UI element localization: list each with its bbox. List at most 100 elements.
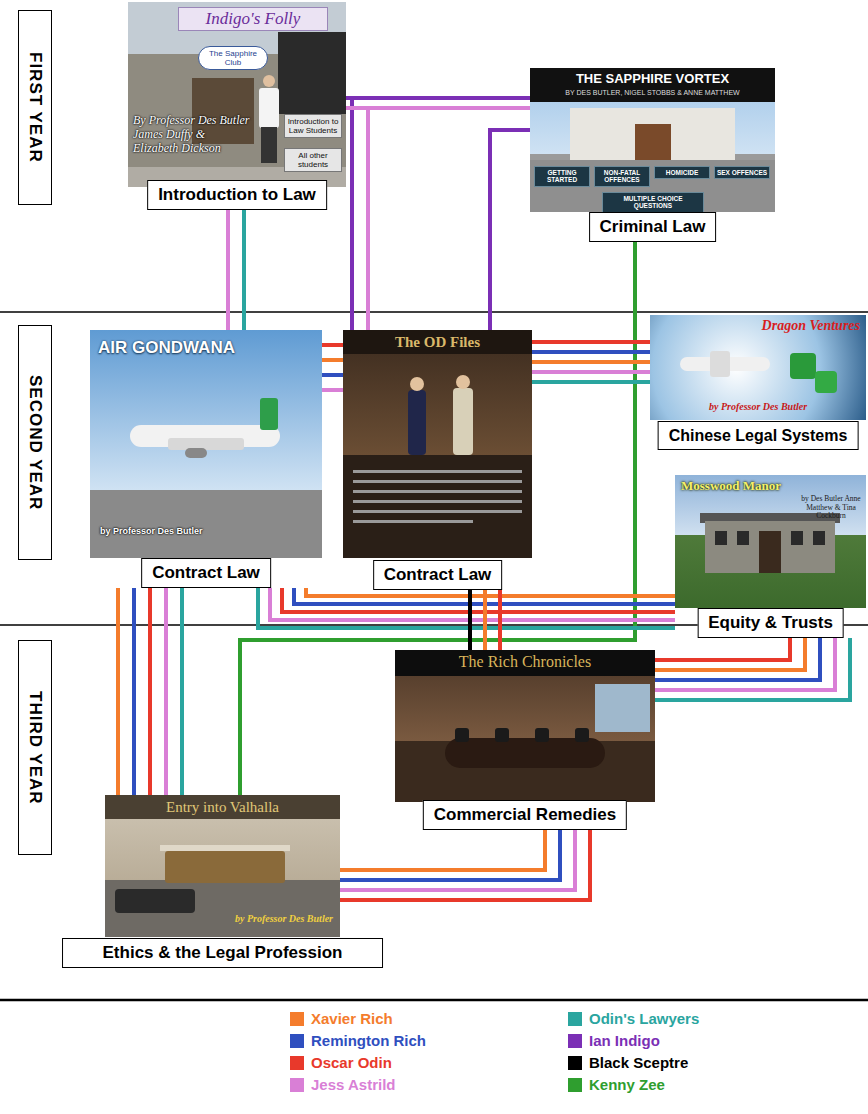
scene-shape [790, 353, 816, 379]
scene-shape [453, 388, 473, 455]
screen-text: Introduction to Law Students [284, 114, 342, 138]
scene-shape [165, 851, 285, 883]
scene-shape [535, 728, 549, 742]
module-panel: Mosswood Manor by Des Butler Anne Matthew… [675, 475, 866, 638]
legend-label: Remington Rich [311, 1032, 426, 1050]
legend-label: Kenny Zee [589, 1076, 665, 1094]
student-path-line [346, 108, 368, 330]
scene-shape [595, 684, 650, 732]
screen-text: AIR GONDWANA [98, 338, 235, 358]
student-path-line [340, 830, 545, 870]
student-path-line [340, 830, 590, 900]
module-caption: Commercial Remedies [423, 800, 627, 830]
scene-shape [456, 375, 470, 389]
year-label: SECOND YEAR [25, 375, 45, 510]
scene-shape [759, 531, 781, 573]
student-path-line [655, 638, 805, 670]
legend-entry: Odin's Lawyers [568, 1010, 699, 1028]
scene-shape [261, 127, 277, 163]
module-caption: Equity & Trusts [697, 608, 844, 638]
scene-shape [353, 500, 522, 503]
scene-shape [715, 531, 727, 545]
screen-text: HOMICIDE [654, 166, 710, 179]
screen-text: Mosswood Manor [681, 479, 781, 494]
student-path-line [340, 830, 560, 880]
screen-text: THE SAPPHIRE VORTEX [530, 72, 775, 87]
screen-text: Indigo's Folly [178, 7, 328, 31]
student-path-line [258, 588, 675, 628]
module-panel: Entry into Valhallaby Professor Des Butl… [105, 795, 340, 968]
module-caption: Contract Law [373, 560, 503, 590]
legend-rule [0, 999, 868, 1002]
legend-swatch [568, 1034, 582, 1048]
student-path-line [532, 350, 650, 354]
scene-shape [260, 398, 278, 430]
student-path-line [242, 210, 246, 330]
student-path-line [164, 588, 168, 795]
year-label: FIRST YEAR [25, 52, 45, 163]
scene-shape [168, 438, 244, 450]
student-path-line [490, 130, 530, 330]
module-panel: Indigo's FollyThe Sapphire ClubBy Profes… [128, 2, 346, 210]
scene-shape [737, 531, 749, 545]
year-band-label: SECOND YEAR [18, 325, 52, 560]
legend-label: Jess Astrild [311, 1076, 396, 1094]
module-caption: Chinese Legal Systems [658, 421, 859, 450]
module-panel: The Rich ChroniclesCommercial Remedies [395, 650, 655, 830]
student-path-line [346, 98, 352, 330]
legend-entry: Xavier Rich [290, 1010, 393, 1028]
legend-entry: Ian Indigo [568, 1032, 660, 1050]
legend-entry: Black Sceptre [568, 1054, 688, 1072]
year-band-label: FIRST YEAR [18, 10, 52, 205]
student-path-line [532, 360, 650, 364]
student-path-line [655, 638, 820, 680]
student-path-line [655, 638, 790, 660]
year-divider [0, 311, 868, 313]
scene-shape [263, 75, 275, 87]
legend-entry: Kenny Zee [568, 1076, 665, 1094]
screen-text: by Professor Des Butler [215, 913, 333, 925]
screen-text: GETTING STARTED [534, 166, 590, 187]
student-path-line [498, 590, 502, 650]
student-path-line [148, 588, 152, 795]
legend-label: Oscar Odin [311, 1054, 392, 1072]
student-path-line [346, 106, 530, 110]
student-path-line [282, 588, 675, 612]
scene-shape [353, 510, 522, 513]
scene-shape [353, 490, 522, 493]
legend-swatch [290, 1056, 304, 1070]
screen-text: BY DES BUTLER, NIGEL STOBBS & ANNE MATTH… [530, 89, 775, 97]
screen-text: The Rich Chronicles [395, 653, 655, 671]
legend-swatch [568, 1012, 582, 1026]
screen-text: SEX OFFENCES [714, 166, 770, 179]
year-band-label: THIRD YEAR [18, 640, 52, 855]
scene-shape [455, 728, 469, 742]
screen-text: The OD Files [343, 334, 532, 351]
screen-text: Dragon Ventures [746, 318, 860, 334]
screenshot-illustration [90, 330, 322, 558]
student-path-line [483, 590, 487, 650]
legend-swatch [290, 1012, 304, 1026]
scene-shape [410, 377, 424, 391]
student-path-line [532, 370, 650, 374]
screenshot-illustration [395, 650, 655, 802]
student-path-line [322, 373, 343, 377]
legend-swatch [290, 1034, 304, 1048]
screen-text: By Professor Des Butler James Duffy & El… [133, 114, 253, 155]
scene-shape [710, 351, 730, 377]
screen-text: by Des Butler Anne Matthew & Tina Cockbu… [799, 495, 863, 521]
scene-shape [115, 889, 195, 913]
scene-shape [815, 371, 837, 393]
student-path-line [340, 830, 575, 890]
legend-swatch [568, 1056, 582, 1070]
student-path-line [270, 588, 675, 620]
student-path-line [655, 638, 835, 690]
student-path-line [132, 588, 136, 795]
screen-text: MULTIPLE CHOICE QUESTIONS [602, 192, 704, 213]
scene-shape [353, 520, 473, 523]
student-path-line [322, 388, 343, 392]
scene-shape [259, 88, 279, 128]
screen-text: All other students [284, 148, 342, 172]
